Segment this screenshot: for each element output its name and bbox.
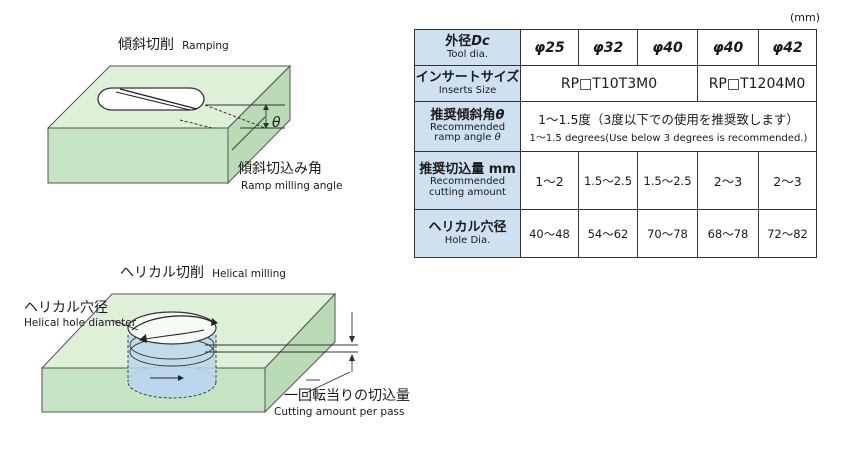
hole-jp: ヘリカル穴径 <box>428 219 507 235</box>
row-tool-dia: 外径Dc Tool dia. φ25 φ32 φ40 φ40 φ42 <box>414 29 817 66</box>
hole-cell: 54〜62 <box>578 209 638 258</box>
angle-symbol: θ <box>272 115 281 131</box>
spec-table: 外径Dc Tool dia. φ25 φ32 φ40 φ40 φ42 インサート… <box>414 29 817 258</box>
ramp-angle-label-jp: 傾斜切込み角 <box>238 161 322 177</box>
insert-size-cell: RP□T10T3M0 <box>520 65 698 102</box>
helical-title-en: Helical milling <box>212 268 286 280</box>
row-hole: ヘリカル穴径 Hole Dia. 40〜48 54〜62 70〜78 68〜78… <box>414 209 817 258</box>
cut-cell: 1.5〜2.5 <box>578 151 638 210</box>
ramping-title: 傾斜切削 Ramping <box>118 34 229 54</box>
pass-label-jp: 一回転当りの切込量 <box>284 388 410 404</box>
ramp-angle-label-en: Ramp milling angle <box>241 180 343 192</box>
diameter-cell: φ40 <box>697 29 759 66</box>
row-inserts: インサートサイズ Inserts Size RP□T10T3M0 RP□T120… <box>414 65 817 102</box>
header-inserts: インサートサイズ Inserts Size <box>414 65 521 102</box>
ramping-title-jp: 傾斜切削 <box>118 37 174 53</box>
helical-title: ヘリカル切削 Helical milling <box>120 262 286 282</box>
helical-hole-label-en: Helical hole diameter <box>24 317 137 329</box>
header-tool-dia: 外径Dc Tool dia. <box>414 29 521 66</box>
tool-dia-jp: 外径 <box>445 33 472 49</box>
ramp-jp: 推奨傾斜角 <box>430 108 496 124</box>
hole-cell: 70〜78 <box>637 209 698 258</box>
inserts-en: Inserts Size <box>438 84 497 96</box>
tool-dia-en: Tool dia. <box>446 48 489 60</box>
diameter-cell: φ25 <box>520 29 579 66</box>
header-ramp: 推奨傾斜角θ Recommended ramp angle θ <box>414 101 521 152</box>
ramp-value-cell: 1〜1.5度（3度以下での使用を推奨致します） 1〜1.5 degrees(Us… <box>520 101 817 152</box>
ramping-diagram <box>40 64 358 414</box>
inserts-jp: インサートサイズ <box>415 69 520 85</box>
diameter-cell: φ42 <box>758 29 817 66</box>
cut-cell: 1〜2 <box>520 151 579 210</box>
hole-cell: 68〜78 <box>697 209 759 258</box>
ramp-jp-symbol: θ <box>495 108 505 124</box>
ramp-value-jp: 1〜1.5度（3度以下での使用を推奨致します） <box>538 112 799 127</box>
row-cut: 推奨切込量 mm Recommended cutting amount 1〜2 … <box>414 151 817 210</box>
tool-dia-dc: Dc <box>471 33 490 49</box>
ramping-title-en: Ramping <box>182 40 229 52</box>
helical-hole-label-jp: ヘリカル穴径 <box>24 300 108 316</box>
diameter-cell: φ32 <box>578 29 638 66</box>
cut-en1: Recommended <box>429 176 506 188</box>
pass-label-en: Cutting amount per pass <box>274 406 405 418</box>
ramp-en-symbol: θ <box>494 132 501 144</box>
ramp-value-en: 1〜1.5 degrees(Use below 3 degrees is rec… <box>529 133 808 144</box>
hole-en: Hole Dia. <box>444 234 491 246</box>
cut-cell: 2〜3 <box>758 151 817 210</box>
unit-label: (mm) <box>790 11 821 24</box>
cut-cell: 1.5〜2.5 <box>637 151 698 210</box>
cut-cell: 2〜3 <box>697 151 759 210</box>
row-ramp: 推奨傾斜角θ Recommended ramp angle θ 1〜1.5度（3… <box>414 101 817 152</box>
cut-en2: cutting amount <box>429 186 506 198</box>
hole-cell: 40〜48 <box>520 209 579 258</box>
helical-title-jp: ヘリカル切削 <box>120 265 204 281</box>
hole-cell: 72〜82 <box>758 209 817 258</box>
cut-jp: 推奨切込量 mm <box>419 161 516 177</box>
ramp-en1: Recommended <box>429 121 506 133</box>
header-hole: ヘリカル穴径 Hole Dia. <box>414 209 521 258</box>
insert-size-cell: RP□T1204M0 <box>697 65 817 102</box>
diameter-cell: φ40 <box>637 29 698 66</box>
header-cut: 推奨切込量 mm Recommended cutting amount <box>414 151 521 210</box>
ramp-en2: ramp angle <box>434 132 492 144</box>
